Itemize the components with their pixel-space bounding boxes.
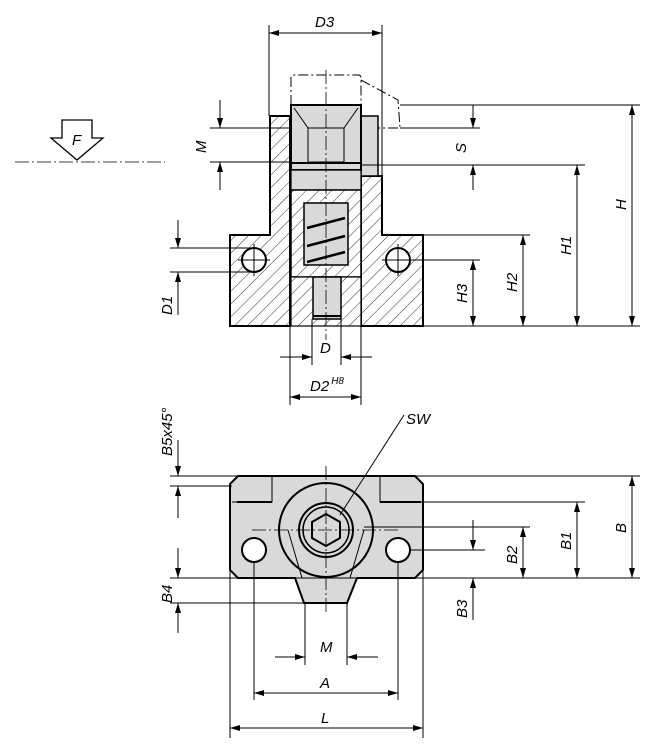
section-dimensions	[170, 25, 640, 405]
dim-H2: H2	[504, 272, 521, 292]
section-view	[229, 70, 424, 340]
dim-H3: H3	[454, 283, 471, 303]
top-view	[229, 466, 424, 612]
dim-B: B	[613, 523, 630, 533]
force-arrow-icon	[15, 119, 165, 163]
dim-M-top: M	[193, 140, 210, 153]
dim-D1: D1	[159, 296, 176, 315]
dim-D: D	[320, 340, 331, 357]
dim-M-bottom: M	[320, 639, 333, 656]
dim-D2-fit: H8	[331, 376, 344, 387]
dim-D3: D3	[315, 14, 335, 31]
top-view-dimensions	[170, 414, 640, 738]
dim-B2: B2	[504, 545, 521, 564]
dim-B3: B3	[454, 599, 471, 618]
dim-S: S	[453, 143, 470, 153]
dim-A: A	[319, 675, 330, 692]
dim-H: H	[613, 199, 630, 210]
force-label: F	[72, 132, 82, 149]
dim-B4: B4	[159, 585, 176, 603]
dim-D2-label: D2	[310, 378, 330, 395]
dim-L: L	[321, 710, 329, 727]
dim-SW: SW	[406, 411, 432, 428]
dim-B1: B1	[558, 532, 575, 550]
dim-B5: B5x45°	[159, 407, 176, 456]
dim-H1: H1	[558, 236, 575, 255]
